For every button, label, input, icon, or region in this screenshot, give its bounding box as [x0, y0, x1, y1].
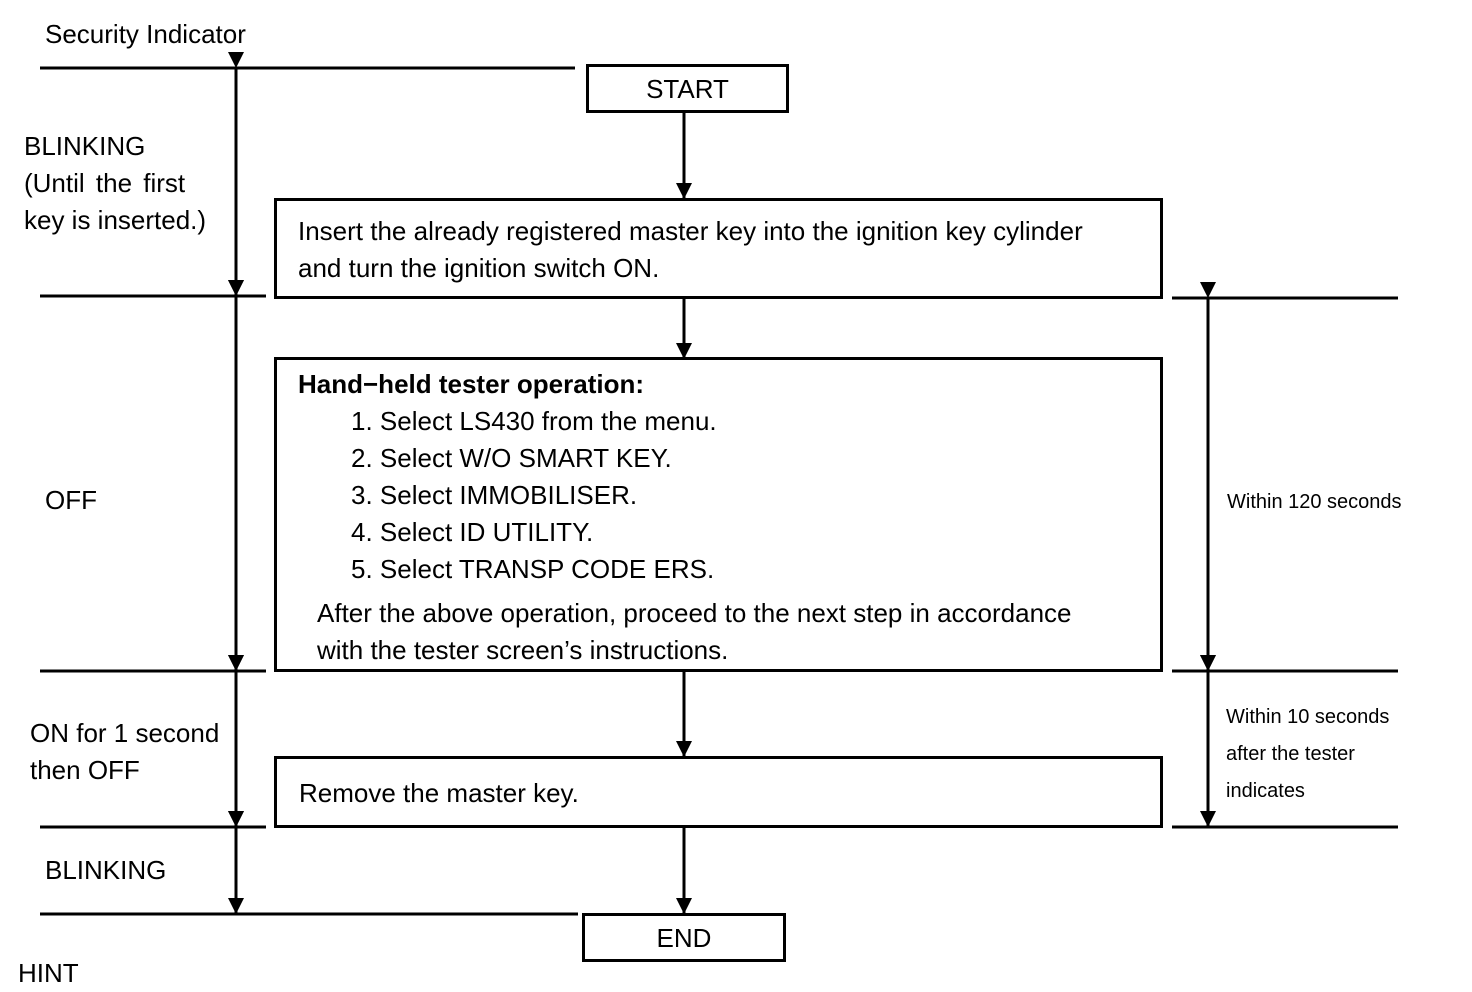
phase-blinking-label: BLINKING	[24, 131, 146, 161]
timing-120-seconds: Within 120 seconds	[1227, 491, 1402, 513]
timing-10-line-2: after the tester	[1226, 743, 1355, 765]
start-box: START	[586, 64, 789, 113]
tester-step-3: 3. Select IMMOBILISER.	[351, 480, 638, 510]
tester-step-5: 5. Select TRANSP CODE ERS.	[351, 554, 715, 584]
tester-step-1: 1. Select LS430 from the menu.	[351, 406, 717, 436]
phase-blinking-note-2: key is inserted.)	[24, 205, 207, 235]
timing-10-line-3: indicates	[1226, 780, 1305, 802]
timing-10-line-1: Within 10 seconds	[1226, 706, 1390, 728]
step-insert-key-line-1: Insert the already registered master key…	[298, 216, 1083, 246]
end-label: END	[656, 923, 712, 953]
step-insert-key-line-2: and turn the ignition switch ON.	[298, 253, 660, 283]
step-insert-key-box: Insert the already registered master key…	[274, 198, 1163, 299]
step-tester-operation-box: Hand−held tester operation: 1. Select LS…	[274, 357, 1163, 672]
phase-blinking-final-label: BLINKING	[45, 855, 167, 885]
tester-step-4: 4. Select ID UTILITY.	[351, 517, 594, 547]
flowchart-lines	[40, 52, 1398, 916]
hint-heading: HINT	[18, 958, 79, 988]
end-box: END	[582, 913, 786, 962]
phase-off-label: OFF	[45, 485, 97, 515]
tester-step-2: 2. Select W/O SMART KEY.	[351, 443, 672, 473]
step-remove-key-box: Remove the master key.	[274, 756, 1163, 828]
security-indicator-heading: Security Indicator	[45, 19, 246, 49]
start-label: START	[646, 74, 729, 104]
tester-note-line-2: with the tester screen’s instructions.	[317, 635, 729, 665]
phase-on-label-2: then OFF	[30, 755, 140, 785]
step-remove-key-label: Remove the master key.	[299, 778, 579, 808]
phase-blinking-note-1: (Until the first	[24, 168, 186, 198]
tester-operation-title: Hand−held tester operation:	[298, 369, 644, 399]
phase-on-label-1: ON for 1 second	[30, 718, 220, 748]
tester-note-line-1: After the above operation, proceed to th…	[317, 598, 1072, 628]
